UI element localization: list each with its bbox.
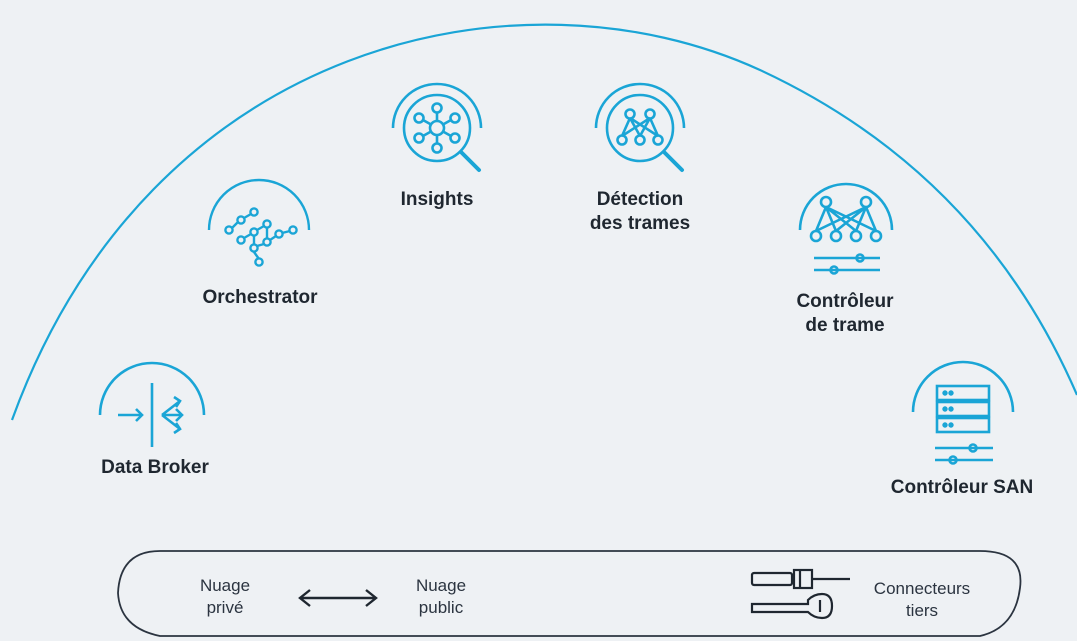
network-search-icon bbox=[391, 82, 483, 172]
connectors-label: Connecteurs tiers bbox=[873, 579, 971, 620]
insights-label: Insights bbox=[400, 189, 474, 210]
san-controller-label: Contrôleur SAN bbox=[890, 477, 1034, 498]
fabric-controller-label: Contrôleur de trame bbox=[796, 291, 894, 336]
data-broker-icon bbox=[98, 361, 206, 447]
san-controller-icon bbox=[911, 360, 1015, 465]
fabric-controller-icon bbox=[798, 182, 894, 275]
private-cloud-label: Nuage privé bbox=[199, 576, 251, 617]
data-broker-label: Data Broker bbox=[101, 457, 209, 478]
fabric-search-icon bbox=[594, 82, 686, 172]
bidirectional-arrow-icon bbox=[298, 589, 378, 607]
cable-wrench-icon bbox=[750, 568, 850, 620]
bottom-bar bbox=[117, 550, 1022, 637]
detection-label: Détection des trames bbox=[589, 189, 691, 234]
dome-arc bbox=[10, 23, 1077, 421]
orchestrator-label: Orchestrator bbox=[202, 287, 318, 308]
orchestrator-icon bbox=[207, 178, 311, 267]
public-cloud-label: Nuage public bbox=[415, 576, 467, 617]
